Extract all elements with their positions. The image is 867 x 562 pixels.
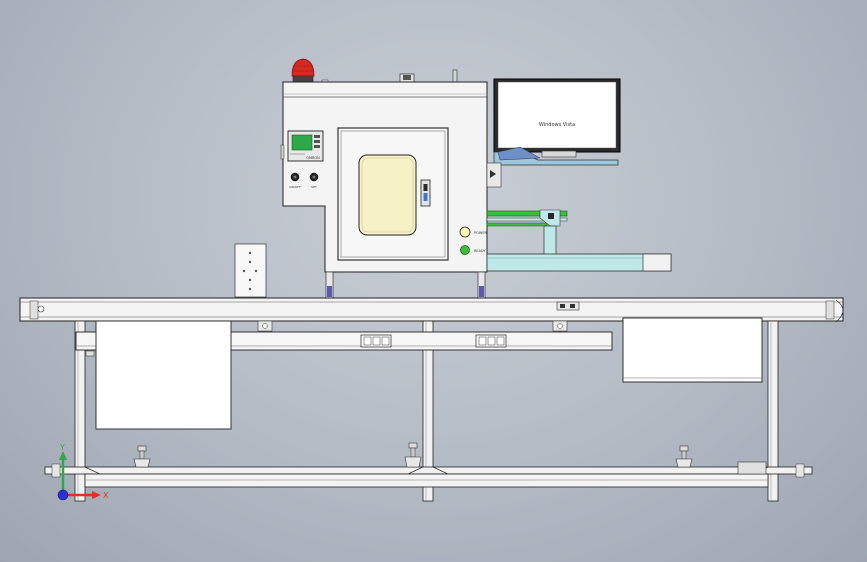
- monitor: Windows Vista: [486, 78, 621, 188]
- leveling-foot: [404, 442, 422, 468]
- lower-rail: [44, 461, 813, 488]
- conveyor-section: [486, 253, 672, 272]
- monitor-stand: [541, 150, 577, 158]
- temperature-controller: OMRON: [287, 130, 324, 162]
- controller-display: [291, 134, 313, 151]
- keyboard: [497, 146, 541, 161]
- antenna: [452, 69, 458, 83]
- oven-door[interactable]: [337, 127, 449, 261]
- indicator-light-green: READY: [460, 245, 487, 255]
- x-axis-label: X: [103, 491, 109, 500]
- knob-right-label: SET: [311, 185, 317, 189]
- y-axis-label: Y: [59, 443, 65, 452]
- knob-left-label: ON/OFF: [289, 185, 301, 189]
- top-fitting-port: [403, 75, 411, 80]
- indicator-top-label: POWER: [474, 231, 488, 235]
- control-knob-left[interactable]: ON/OFF: [289, 172, 301, 189]
- under-table-cabinet-left: [95, 320, 232, 430]
- monitor-screen: [497, 81, 617, 149]
- switch-plate: [234, 243, 267, 298]
- monitor-screen-text: Windows Vista: [539, 122, 575, 128]
- leveling-foot: [675, 445, 693, 468]
- power-socket: [475, 334, 507, 348]
- under-table-cabinet-right: [622, 317, 763, 383]
- power-socket: [360, 334, 392, 348]
- controller-label: OMRON: [306, 156, 320, 160]
- indicator-bottom-label: READY: [474, 249, 487, 253]
- table-top-rail: [19, 297, 844, 323]
- door-window: [358, 154, 417, 236]
- indicator-light-yellow: POWER: [459, 226, 488, 238]
- warning-beacon: [291, 58, 315, 83]
- machine-cabinet: OMRON ON/OFF SET POWER: [280, 58, 488, 299]
- z-axis-origin: [57, 489, 69, 501]
- control-knob-right[interactable]: SET: [309, 172, 319, 189]
- coordinate-triad: Y X: [57, 443, 109, 501]
- rail-brackets: [257, 320, 568, 332]
- leveling-foot: [133, 445, 151, 468]
